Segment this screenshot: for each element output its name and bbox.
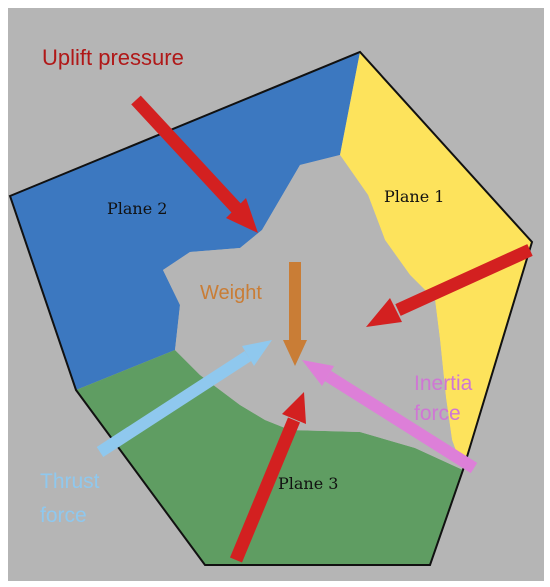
- thrust-force-label-line1: Thrust: [40, 470, 100, 493]
- weight-arrow: [283, 262, 307, 366]
- plane-2-label: Plane 2: [107, 199, 167, 218]
- uplift-pressure-arrow-top: [131, 95, 258, 233]
- plane-2-region: [10, 52, 360, 390]
- thrust-force-arrow: [96, 340, 272, 458]
- rock-wedge: [163, 155, 463, 470]
- inertia-force-label-line2: force: [414, 402, 461, 425]
- plane-3-label: Plane 3: [278, 474, 338, 493]
- uplift-pressure-arrow-bottom: [229, 392, 306, 563]
- weight-label: Weight: [200, 282, 262, 304]
- plane-1-label: Plane 1: [384, 187, 444, 206]
- force-arrows: [96, 95, 533, 563]
- plane-1-region: [340, 52, 532, 470]
- uplift-pressure-label: Uplift pressure: [42, 45, 184, 70]
- uplift-pressure-arrow-right: [366, 244, 533, 327]
- pentagon-outline: [8, 50, 534, 566]
- inertia-force-label-line1: Inertia: [414, 372, 473, 395]
- thrust-force-label-line2: force: [40, 504, 87, 527]
- inertia-force-arrow: [302, 360, 478, 474]
